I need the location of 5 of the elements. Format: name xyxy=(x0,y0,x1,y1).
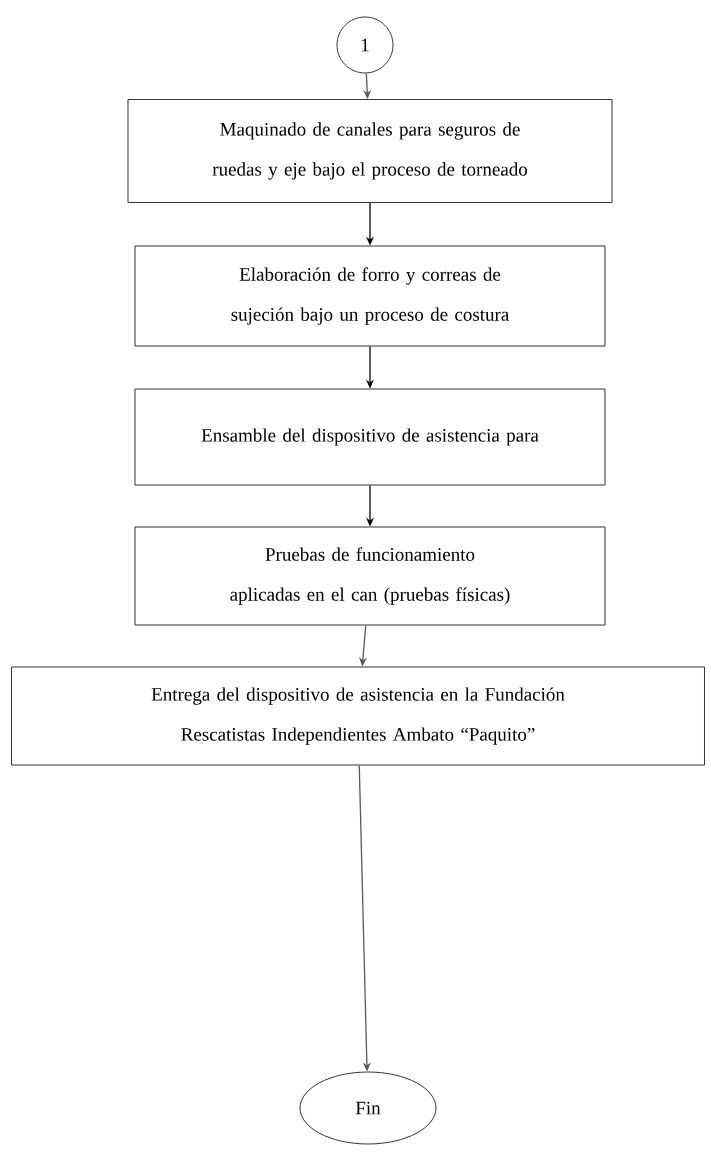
process-box: Maquinado de canales para seguros de ruedas y eje bajo el proceso de torneado xyxy=(127,99,613,203)
process-box: Elaboración de forro y correas de sujeción bajo un proceso de costura xyxy=(134,245,606,347)
process-box: Pruebas de funcionamiento aplicadas en el can (pruebas físicas) xyxy=(134,526,606,626)
process-box: Ensamble del dispositivo de asistencia para xyxy=(134,388,606,486)
process-box: Entrega del dispositivo de asistencia en la Fundación Rescatistas Independientes Ambato “Paquito” xyxy=(11,666,705,766)
